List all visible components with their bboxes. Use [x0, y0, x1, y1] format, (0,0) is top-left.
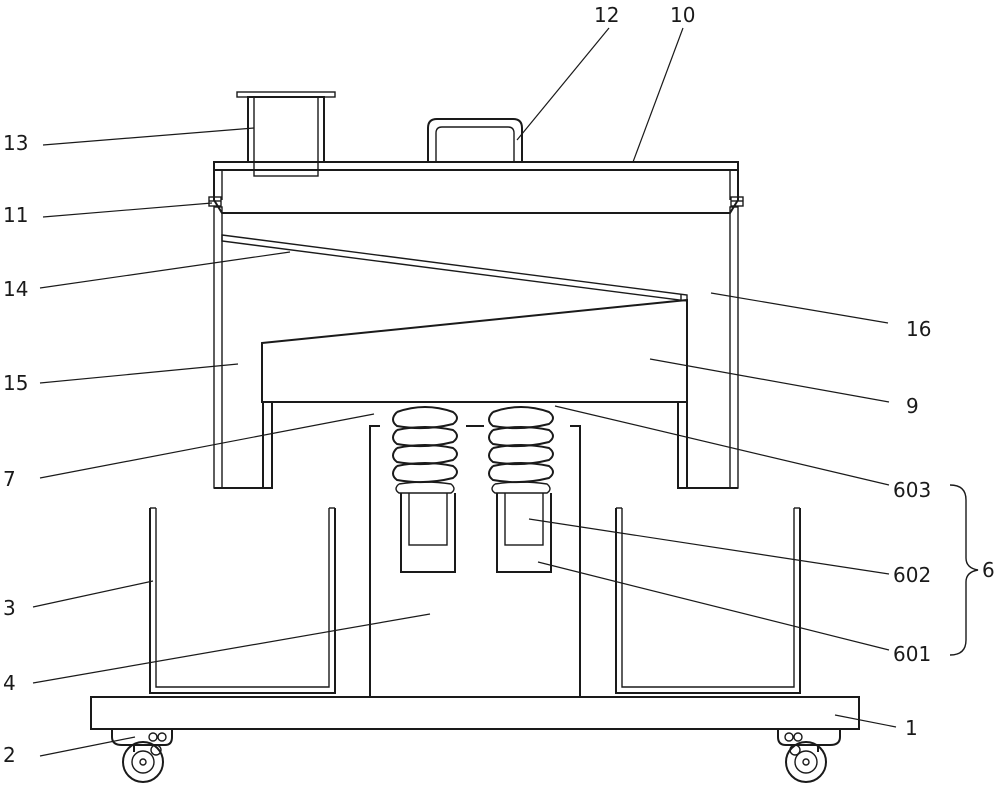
- label-9: 9: [906, 394, 919, 418]
- lid-handle: [427, 118, 523, 162]
- label-13: 13: [3, 131, 28, 155]
- label-4: 4: [3, 671, 16, 695]
- wedge-block: [261, 298, 688, 403]
- screen-mesh: [221, 234, 688, 302]
- connecting-plate: [262, 401, 688, 489]
- label-12: 12: [594, 3, 619, 27]
- label-603: 603: [893, 478, 931, 502]
- bolt-right: [730, 196, 744, 207]
- damping-spring-left: [380, 403, 466, 494]
- collection-box-left: [149, 507, 336, 694]
- support-column: [369, 425, 581, 698]
- label-601: 601: [893, 642, 931, 666]
- label-10: 10: [670, 3, 695, 27]
- bolt-left: [208, 196, 222, 207]
- label-11: 11: [3, 203, 28, 227]
- damping-spring-right: [484, 403, 570, 494]
- label-6: 6: [982, 558, 995, 582]
- label-14: 14: [3, 277, 28, 301]
- leader-lines: [32, 27, 897, 757]
- label-15: 15: [3, 371, 28, 395]
- label-602: 602: [893, 563, 931, 587]
- label-16: 16: [906, 317, 931, 341]
- base-plate: [90, 696, 860, 730]
- label-7: 7: [3, 467, 16, 491]
- damping-sleeve-right: [496, 489, 552, 573]
- caster-left: [111, 729, 173, 783]
- label-1: 1: [905, 716, 918, 740]
- group-brace: [949, 484, 979, 656]
- label-3: 3: [3, 596, 16, 620]
- caster-right: [777, 729, 841, 783]
- top-cover: [213, 161, 739, 214]
- label-2: 2: [3, 743, 16, 767]
- reference-numerals: 13 11 14 15 7 3 4 2 12 10 16 9 603 602 6…: [3, 3, 995, 767]
- damping-sleeve-left: [400, 489, 456, 573]
- collection-box-right: [615, 507, 801, 694]
- feed-inlet: [236, 91, 336, 177]
